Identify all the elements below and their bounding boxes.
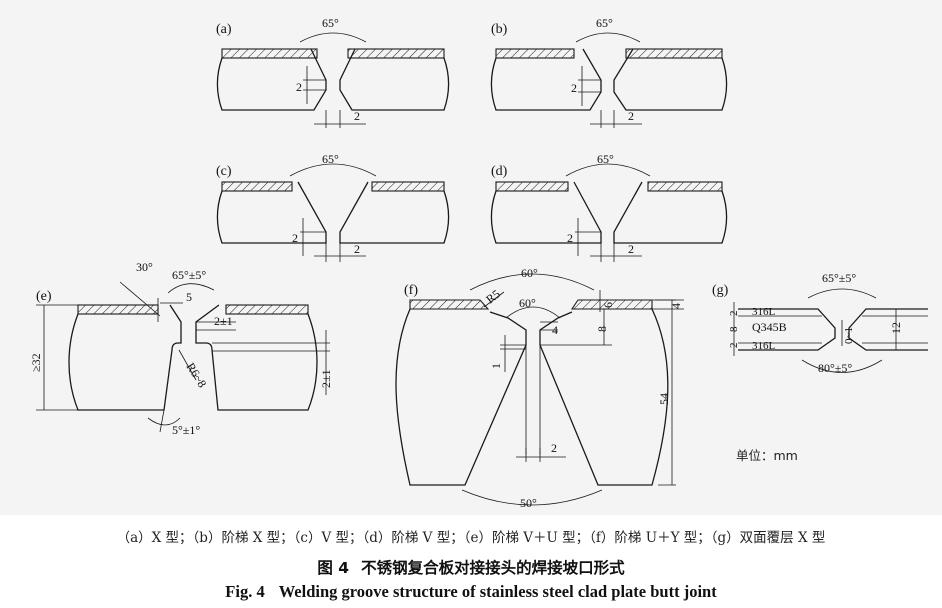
panel-d-clad-left (495, 181, 569, 192)
panel-d-plate-left (490, 181, 602, 244)
panel-e-dim-5: 5 (186, 290, 192, 304)
panel-a-root-face: 2 (296, 80, 302, 94)
panel-d-root-face: 2 (567, 231, 573, 245)
panel-c-clad-right (371, 181, 445, 192)
panel-g-label: (g) (712, 283, 729, 298)
panel-a-label: (a) (216, 22, 232, 37)
panel-g-plate-right (848, 308, 928, 351)
panel-c-plate-left (216, 181, 327, 244)
panel-f-dim-4: 4 (552, 323, 558, 337)
figure-subcaption: （a）X 型；（b）阶梯 X 型；（c）V 型；（d）阶梯 V 型；（e）阶梯 … (116, 530, 826, 546)
panel-f-dim-8: 8 (595, 326, 609, 332)
panel-a-angle: 65° (322, 16, 339, 30)
panel-c-plate-right (339, 181, 450, 244)
panel-f-angle-top: 60° (521, 266, 538, 280)
panel-e-dim-2pm1-top: 2±1 (214, 314, 233, 328)
figure-caption-en: Fig. 4 Welding groove structure of stainl… (0, 582, 942, 602)
panel-d-angle: 65° (597, 152, 614, 166)
panel-d-label: (d) (491, 164, 508, 179)
figure-number-en: Fig. 4 (225, 582, 265, 601)
panel-a-clad-right (347, 48, 445, 59)
panel-c-gap: 2 (354, 242, 360, 256)
weld-groove-figure: (a) 65° 2 2 (b) 65° 2 2 (c) 65° 2 (0, 0, 942, 515)
panel-c-clad-left (221, 181, 293, 192)
panel-f-stepped-uy-type: (f) 60° R5 60° 6 4 4 8 1 2 54 50° (395, 266, 684, 510)
panel-e-thickness: ≥32 (29, 353, 43, 372)
panel-f-angle-inner: 60° (519, 296, 536, 310)
panel-e-clad-right (225, 304, 309, 315)
panel-e-clad-left (77, 304, 159, 315)
panel-b-gap: 2 (628, 109, 634, 123)
panel-g-layer-bottom: 316L (752, 340, 776, 352)
panel-g-double-clad-x-type: (g) 65°±5° 80°±5° 316L Q345B 316L 2 8 2 … (712, 271, 928, 375)
panel-f-clad-left (409, 299, 490, 310)
panel-e-plate-right (195, 304, 318, 411)
panel-g-core: Q345B (752, 320, 787, 334)
panel-b-root-face: 2 (571, 81, 577, 95)
panel-f-angle-bottom: 50° (520, 496, 537, 510)
panel-e-angle-top: 30° (136, 260, 153, 274)
panel-g-angle-bottom: 80°±5° (818, 361, 852, 375)
panel-f-gap: 2 (551, 441, 557, 455)
panel-c-v-type: (c) 65° 2 2 (216, 152, 450, 262)
panel-d-plate-right (613, 181, 728, 244)
panel-b-clad-right (625, 48, 723, 59)
panel-g-dim-2-bottom: 2 (728, 343, 740, 349)
panel-a-x-type: (a) 65° 2 2 (216, 16, 450, 128)
panel-b-clad-left (495, 48, 575, 59)
panel-b-plate-right (613, 48, 728, 111)
panel-e-dim-2pm1-right: 2±1 (319, 369, 333, 388)
panel-b-plate-left (490, 48, 602, 111)
panel-f-height: 54 (657, 393, 671, 405)
unit-label: 单位：mm (736, 448, 798, 463)
figure-caption-zh: 图 4 不锈钢复合板对接接头的焊接坡口形式 (0, 556, 942, 578)
panel-g-angle-top: 65°±5° (822, 271, 856, 285)
panel-g-dim-8: 8 (728, 326, 740, 332)
panel-f-radius: R5 (483, 287, 503, 307)
panel-e-angle-groove: 65°±5° (172, 268, 206, 282)
panel-f-plate-left (395, 308, 527, 486)
panel-c-label: (c) (216, 164, 232, 179)
panel-b-label: (b) (491, 22, 508, 37)
figure-title-en: Welding groove structure of stainless st… (278, 582, 717, 601)
panel-f-dim-1: 1 (489, 363, 503, 369)
panel-c-root-face: 2 (292, 231, 298, 245)
panel-a-clad-left (221, 48, 318, 59)
panel-d-gap: 2 (628, 242, 634, 256)
panel-f-plate-right (539, 308, 669, 486)
panel-f-dim-6: 6 (601, 302, 615, 308)
panel-e-label: (e) (36, 289, 52, 304)
figure-number-zh: 图 4 (317, 559, 350, 577)
panel-a-plate-right (339, 48, 450, 111)
panel-g-dim-0-1: 0~1 (843, 327, 855, 344)
panel-d-stepped-v-type: (d) 65° 2 2 (490, 152, 728, 262)
panel-e-stepped-vu-type: (e) 30° 65°±5° 5 2±1 2±1 R6~8 5°±1° ≥32 (29, 260, 333, 437)
panel-c-angle: 65° (322, 152, 339, 166)
panel-g-dim-2-top: 2 (728, 311, 740, 317)
panel-d-clad-right (647, 181, 723, 192)
panel-a-plate-left (216, 48, 327, 111)
panel-g-layer-top: 316L (752, 306, 776, 318)
panel-f-dim-4-right: 4 (669, 303, 683, 309)
panel-g-dim-12: 12 (889, 322, 903, 334)
panel-a-gap: 2 (354, 109, 360, 123)
panel-b-angle: 65° (596, 16, 613, 30)
figure-title-zh: 不锈钢复合板对接接头的焊接坡口形式 (361, 559, 625, 577)
panel-f-label: (f) (404, 283, 418, 298)
panel-g-plate-left (738, 308, 836, 351)
panel-e-angle-bottom: 5°±1° (172, 423, 200, 437)
panel-b-stepped-x-type: (b) 65° 2 2 (490, 16, 728, 128)
